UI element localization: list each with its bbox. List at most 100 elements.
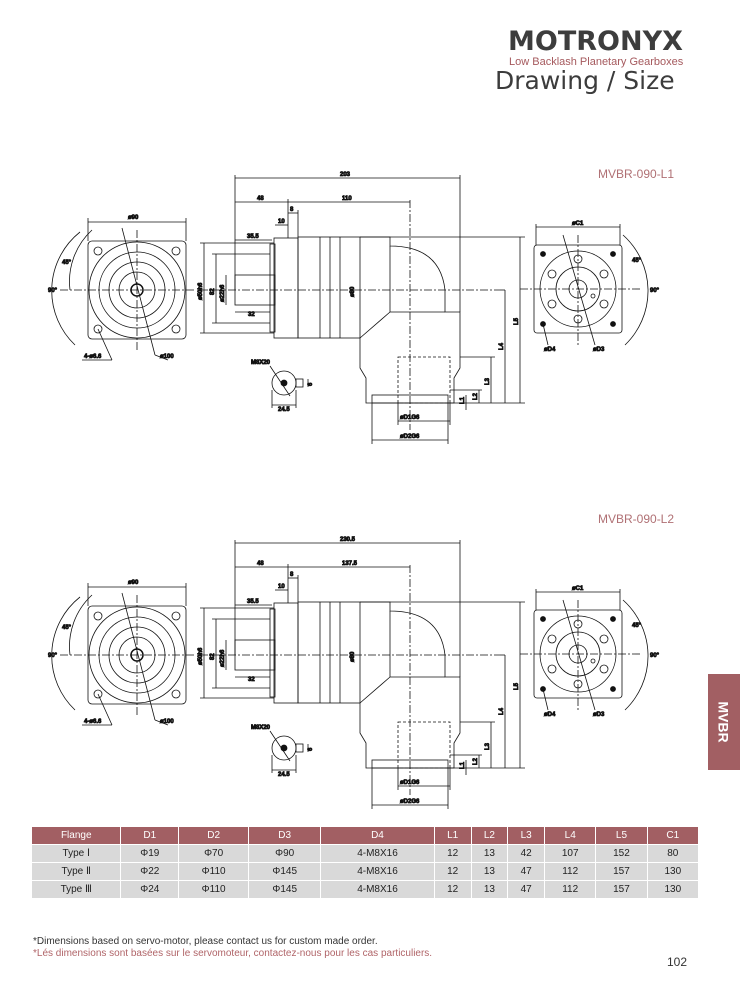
table-cell: 157 — [595, 880, 648, 899]
dim-phi22: ø22h6 — [220, 284, 226, 302]
table-cell: Φ24 — [120, 880, 180, 899]
dim-key-6: 6 — [308, 382, 314, 386]
gearbox-side-view — [200, 175, 525, 444]
dim-8: 8 — [290, 207, 294, 213]
footnote-english: *Dimensions based on servo-motor, please… — [33, 936, 378, 947]
dim-angle-45-right: 45° — [632, 623, 642, 629]
shaft-key-view — [269, 730, 309, 773]
table-cell: 4-M8X16 — [320, 844, 435, 863]
dim-pcd: ø100 — [160, 354, 174, 360]
table-cell: Φ145 — [248, 862, 322, 881]
dim-phi50: ø50h6 — [198, 282, 204, 300]
dim-phi22: ø22h6 — [220, 649, 226, 667]
column-header: C1 — [646, 826, 700, 845]
table-cell: 12 — [433, 880, 472, 899]
table-cell: Type Ⅰ — [30, 844, 122, 863]
technical-drawing-l2: ø90 45° 90° 4-ø6.6 ø100 — [48, 537, 660, 809]
dim-d1: øD1G6 — [400, 780, 420, 786]
dim-total-length: 230.5 — [340, 537, 356, 543]
table-cell: Φ110 — [178, 862, 250, 881]
dim-d2: øD2G6 — [400, 799, 420, 805]
dim-l4: L4 — [499, 342, 505, 350]
gearbox-side-view — [200, 540, 525, 809]
dim-l3: L3 — [485, 742, 491, 750]
table-cell: 47 — [507, 862, 546, 881]
dim-l4: L4 — [499, 707, 505, 715]
dim-c1: øC1 — [572, 586, 584, 592]
table-cell: 130 — [646, 880, 700, 899]
brand-logo: MOTRONYX — [508, 26, 683, 57]
table-cell: Φ110 — [178, 880, 250, 899]
table-cell: 157 — [595, 862, 648, 881]
dim-total-length: 203 — [340, 172, 351, 178]
dim-48: 48 — [257, 196, 264, 202]
dim-35-5: 35.5 — [247, 234, 259, 240]
dim-angle-45: 45° — [62, 625, 72, 631]
dim-holes: 4-ø6.6 — [84, 354, 102, 360]
table-cell: Type Ⅱ — [30, 862, 122, 881]
dim-82: 82 — [210, 288, 216, 295]
table-cell: 13 — [470, 880, 509, 899]
page-title: Drawing / Size — [495, 66, 675, 95]
dim-key-thread: M8X20 — [251, 725, 271, 731]
dim-l1: L1 — [460, 396, 466, 404]
column-header: Flange — [30, 826, 122, 845]
column-header: L2 — [470, 826, 509, 845]
dim-d2: øD2G6 — [400, 434, 420, 440]
table-cell: Φ22 — [120, 862, 180, 881]
table-cell: Φ90 — [248, 844, 322, 863]
dim-d1: øD1G6 — [400, 415, 420, 421]
side-tab-label: MVBR — [716, 701, 733, 743]
column-header: L4 — [544, 826, 597, 845]
dim-angle-90-right: 90° — [650, 653, 660, 659]
table-cell: 47 — [507, 880, 546, 899]
dim-l5: L5 — [514, 682, 520, 690]
dim-l2: L2 — [473, 392, 479, 400]
table-cell: 12 — [433, 844, 472, 863]
dim-d3: øD3 — [593, 712, 605, 718]
dim-82: 82 — [210, 653, 216, 660]
dim-angle-45-right: 45° — [632, 258, 642, 264]
dim-holes: 4-ø6.6 — [84, 719, 102, 725]
page-number: 102 — [667, 955, 688, 969]
dim-l5: L5 — [514, 317, 520, 325]
dim-angle-90: 90° — [48, 653, 58, 659]
input-flange-view — [51, 218, 195, 361]
dim-square: ø90 — [128, 580, 139, 586]
column-header: D4 — [320, 826, 435, 845]
dim-32: 32 — [248, 312, 255, 318]
table-cell: Type Ⅲ — [30, 880, 122, 899]
table-cell: 4-M8X16 — [320, 862, 435, 881]
output-flange-view — [520, 224, 649, 346]
table-cell: Φ19 — [120, 844, 180, 863]
column-header: L1 — [433, 826, 472, 845]
dim-angle-90-right: 90° — [650, 288, 660, 294]
column-header: L3 — [507, 826, 546, 845]
dim-l1: L1 — [460, 761, 466, 769]
technical-drawing-l1: ø90 45° 90° 4-ø6.6 ø100 — [48, 172, 660, 444]
table-cell: 112 — [544, 862, 597, 881]
dim-key-24-5: 24.5 — [278, 772, 290, 778]
table-cell: 4-M8X16 — [320, 880, 435, 899]
dim-phi80: ø80 — [350, 651, 356, 662]
dim-angle-45: 45° — [62, 260, 72, 266]
table-cell: 12 — [433, 862, 472, 881]
dim-l2: L2 — [473, 757, 479, 765]
dim-10: 10 — [278, 219, 285, 225]
footnote-french: *Lés dimensions sont basées sur le servo… — [33, 948, 433, 959]
output-flange-view — [520, 589, 649, 711]
dim-c1: øC1 — [572, 221, 584, 227]
dim-square: ø90 — [128, 215, 139, 221]
dim-48: 48 — [257, 561, 264, 567]
column-header: D3 — [248, 826, 322, 845]
dim-d4: øD4 — [544, 712, 556, 718]
column-header: D1 — [120, 826, 180, 845]
dim-110: 110 — [342, 196, 352, 202]
dim-10: 10 — [278, 584, 285, 590]
table-cell: 80 — [646, 844, 700, 863]
